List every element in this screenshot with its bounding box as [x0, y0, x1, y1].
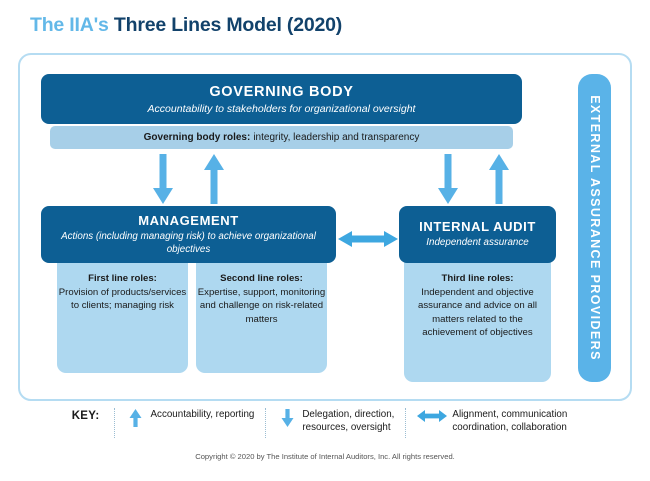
internal-audit-subtitle: Independent assurance: [426, 237, 529, 249]
title-dark-part: Three Lines Model (2020): [113, 14, 343, 36]
third-line-roles-body: Independent and objective assurance and …: [418, 287, 537, 338]
key-item-alignment: Alignment, communication coordination, c…: [405, 408, 578, 438]
first-line-roles-body: Provision of products/services to client…: [58, 287, 187, 312]
governing-body-title: GOVERNING BODY: [209, 83, 354, 100]
arrow-up-internal-audit-to-governance: [488, 154, 510, 206]
key-label: KEY:: [71, 410, 100, 422]
key-text-alignment: Alignment, communication coordination, c…: [452, 409, 568, 434]
arrow-left-right-management-internal-audit: [338, 229, 398, 249]
management-subtitle: Actions (including managing risk) to ach…: [61, 231, 316, 255]
governing-body-roles-band: Governing body roles:integrity, leadersh…: [50, 126, 513, 149]
first-line-roles-panel: First line roles: Provision of products/…: [57, 258, 188, 373]
management-title: MANAGEMENT: [138, 213, 239, 229]
arrow-down-governance-to-management: [152, 154, 174, 206]
second-line-roles-body: Expertise, support, monitoring and chall…: [197, 287, 326, 325]
internal-audit-box: INTERNAL AUDIT Independent assurance: [399, 206, 556, 263]
third-line-roles-heading: Third line roles:: [441, 273, 514, 284]
external-assurance-providers-bar: EXTERNAL ASSURANCE PROVIDERS: [578, 74, 611, 382]
arrow-down-governance-to-internal-audit: [437, 154, 459, 206]
key-text-delegation: Delegation, direction, resources, oversi…: [302, 409, 395, 434]
key-item-accountability: Accountability, reporting: [113, 408, 266, 438]
title-light-part: The IIA's: [30, 14, 114, 36]
governing-body-roles-label: Governing body roles:: [143, 132, 251, 143]
second-line-roles-panel: Second line roles: Expertise, support, m…: [196, 258, 327, 373]
governing-body-box: GOVERNING BODY Accountability to stakeho…: [41, 74, 522, 124]
arrow-left-right-icon: [417, 408, 448, 423]
internal-audit-title: INTERNAL AUDIT: [419, 219, 536, 235]
first-line-roles-heading: First line roles:: [88, 273, 157, 284]
second-line-roles-heading: Second line roles:: [220, 273, 303, 284]
key-text-accountability: Accountability, reporting: [150, 409, 255, 420]
governing-body-roles-text: integrity, leadership and transparency: [253, 132, 420, 143]
external-assurance-providers-label: EXTERNAL ASSURANCE PROVIDERS: [587, 95, 602, 361]
arrow-down-icon: [277, 408, 297, 427]
copyright-notice: Copyright © 2020 by The Institute of Int…: [195, 452, 455, 461]
third-line-roles-panel: Third line roles: Independent and object…: [404, 258, 551, 382]
governing-body-subtitle: Accountability to stakeholders for organ…: [147, 102, 416, 115]
management-box: MANAGEMENT Actions (including managing r…: [41, 206, 336, 263]
page-title: The IIA's Three Lines Model (2020): [30, 14, 342, 37]
key-legend: KEY: Accountability, reporting Delegatio…: [18, 408, 632, 442]
arrow-up-icon: [126, 408, 146, 427]
key-item-delegation: Delegation, direction, resources, oversi…: [265, 408, 405, 438]
arrow-up-management-to-governance: [203, 154, 225, 206]
